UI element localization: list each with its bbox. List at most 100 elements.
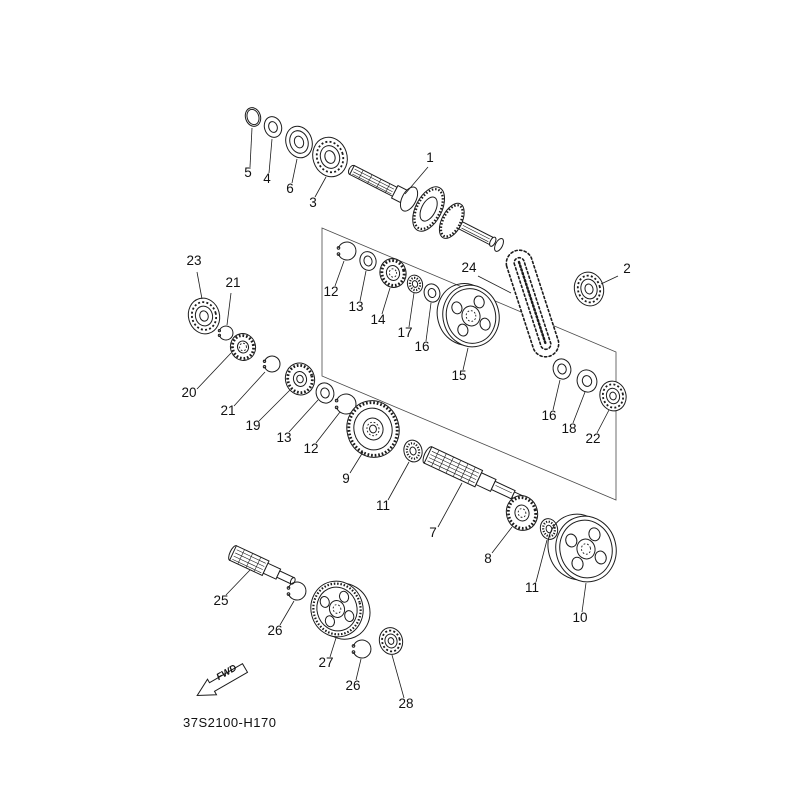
- callout-leader-line: [462, 347, 469, 371]
- callout-12-12: 12: [323, 260, 345, 299]
- callout-label-21: 21: [225, 275, 240, 290]
- callout-leader-line: [600, 275, 619, 285]
- callout-6-5: 6: [286, 158, 298, 196]
- callout-label-10: 10: [572, 610, 587, 625]
- callout-label-9: 9: [342, 471, 350, 486]
- part-8-gear: [505, 495, 539, 531]
- callout-label-25: 25: [213, 593, 228, 608]
- callout-16-19: 16: [541, 379, 561, 423]
- callout-label-1: 1: [426, 150, 434, 165]
- callout-label-19: 19: [245, 418, 260, 433]
- callout-label-17: 17: [397, 325, 412, 340]
- part-16-washer: [423, 283, 441, 303]
- callout-leader-line: [387, 461, 410, 501]
- callout-16-18: 16: [414, 302, 432, 354]
- callout-leader-line: [279, 600, 295, 626]
- fwd-arrow-shape: [196, 663, 249, 697]
- callout-label-26: 26: [267, 623, 282, 638]
- callout-leader-line: [329, 637, 337, 658]
- callout-leader-line: [258, 389, 291, 422]
- part-26b-circlip: [351, 639, 372, 659]
- callout-12-13: 12: [303, 411, 341, 456]
- part-17-needle-bearing: [406, 274, 424, 294]
- part-13-washer: [359, 251, 377, 271]
- callout-leader-line: [291, 158, 298, 184]
- callout-11-11: 11: [525, 539, 548, 595]
- callout-leader-line: [314, 176, 327, 198]
- callout-label-22: 22: [585, 431, 600, 446]
- callout-label-7: 7: [429, 525, 437, 540]
- callout-4-3: 4: [263, 138, 273, 186]
- callout-label-13: 13: [276, 430, 291, 445]
- callout-leader-line: [196, 352, 232, 390]
- callout-leader-line: [425, 302, 432, 342]
- part-3-bearing: [312, 136, 348, 178]
- callout-label-24: 24: [461, 260, 477, 275]
- part-6-oil-seal: [285, 125, 313, 159]
- callout-21-25: 21: [220, 371, 266, 418]
- callout-22-26: 22: [585, 409, 610, 446]
- callout-leader-line: [408, 292, 415, 328]
- callout-label-27: 27: [318, 655, 333, 670]
- callout-label-26: 26: [345, 678, 360, 693]
- callout-leader-line: [268, 138, 273, 174]
- callout-label-20: 20: [181, 385, 196, 400]
- callout-leader-line: [596, 409, 610, 434]
- callout-label-14: 14: [370, 312, 386, 327]
- callout-label-4: 4: [263, 171, 271, 186]
- callout-28-33: 28: [391, 654, 414, 711]
- part-19-clutch-hub: [284, 362, 316, 396]
- part-21b-circlip: [262, 355, 281, 373]
- callout-19-22: 19: [245, 389, 291, 433]
- callout-label-13: 13: [348, 299, 363, 314]
- callout-label-11: 11: [376, 498, 390, 513]
- callout-1-0: 1: [404, 150, 434, 195]
- callout-15-17: 15: [451, 347, 469, 383]
- callout-leader-line: [391, 654, 405, 699]
- callout-leader-line: [249, 127, 253, 168]
- part-11-needle-bearing: [403, 439, 423, 463]
- callout-23-27: 23: [186, 253, 203, 300]
- callout-label-3: 3: [309, 195, 317, 210]
- part-5-oring: [244, 107, 262, 127]
- callout-leader-line: [437, 482, 463, 528]
- callout-label-18: 18: [561, 421, 576, 436]
- callout-leader-line: [334, 260, 345, 287]
- callout-3-2: 3: [309, 176, 327, 210]
- callout-leader-line: [572, 391, 586, 424]
- callout-leader-line: [349, 451, 364, 474]
- callout-leader-line: [225, 569, 251, 596]
- part-15-sprocket: [436, 283, 500, 348]
- callout-leader-line: [359, 270, 367, 302]
- part-27-wheel-gear: [310, 580, 371, 640]
- part-16b-washer: [552, 358, 572, 380]
- callout-7-6: 7: [429, 482, 463, 540]
- part-21-circlip: [217, 325, 234, 341]
- callout-leader-line: [552, 379, 561, 411]
- callout-24-28: 24: [461, 260, 512, 294]
- callout-label-11: 11: [525, 580, 539, 595]
- callout-25-29: 25: [213, 569, 251, 608]
- part-4-collar: [263, 116, 283, 138]
- callout-26-30: 26: [267, 600, 295, 638]
- part-26-circlip: [286, 581, 307, 601]
- part-9-gear: [346, 400, 400, 458]
- part-13b-washer: [315, 382, 335, 404]
- callout-leader-line: [581, 582, 587, 613]
- part-12-circlip: [336, 241, 357, 261]
- part-11b-needle-bearing: [539, 518, 559, 540]
- callout-2-1: 2: [600, 261, 631, 285]
- callout-leader-line: [196, 271, 203, 300]
- callout-label-28: 28: [398, 696, 413, 711]
- part-23-bearing: [187, 297, 221, 335]
- callout-label-21: 21: [220, 403, 235, 418]
- callout-leader-line: [233, 371, 266, 407]
- callout-label-16: 16: [541, 408, 556, 423]
- part-1-main-axle: [347, 164, 504, 252]
- callout-leader-line: [288, 399, 319, 433]
- callout-27-32: 27: [318, 637, 337, 670]
- callout-13-15: 13: [276, 399, 319, 445]
- callout-26-31: 26: [345, 658, 362, 693]
- part-2-bearing: [573, 271, 605, 307]
